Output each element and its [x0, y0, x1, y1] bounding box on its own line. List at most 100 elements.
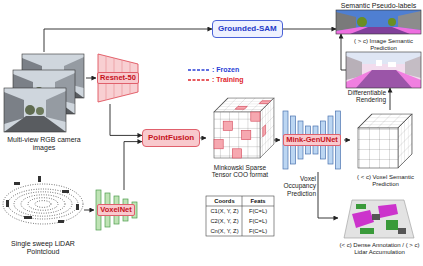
- sparse-tensor-grid-part: [223, 121, 232, 130]
- lidar-pointcloud: [3, 184, 83, 224]
- voxel-panel: ( < c) Voxel Semantic Prediction: [350, 110, 421, 188]
- image-panel: Semantic Pseudo-labels: [336, 2, 421, 34]
- image-panel: Single sweep LiDAR Pointcloud: [2, 168, 84, 256]
- sparse-tensor-grid-part: [242, 130, 251, 139]
- connector-arrow: [200, 138, 206, 139]
- caption: (< c) Dense Annotation / ( > c) Lidar Ac…: [338, 242, 421, 256]
- pseudo-label-image-part: [350, 27, 410, 34]
- image-area: [350, 110, 421, 174]
- image-area: [346, 52, 421, 88]
- camera-images: [4, 54, 84, 132]
- table-cell: F(C=L): [243, 226, 273, 236]
- rendered-image-part: [388, 62, 396, 67]
- rendered-image-part: [346, 52, 421, 88]
- coo-table: [206, 196, 274, 236]
- lidar-objects-part: [6, 200, 9, 207]
- legend-label: : Frozen: [212, 66, 239, 74]
- table-cell: F(C=L): [243, 206, 273, 216]
- connector-arrow: [318, 172, 338, 218]
- connector-arrow: [283, 29, 336, 30]
- lidar-objects-part: [14, 182, 20, 185]
- network-block: VoxelNet: [94, 190, 138, 230]
- model-box: Grounded-SAM: [212, 20, 283, 37]
- lidar-objects: [6, 176, 79, 223]
- voxel-cube-part: [358, 128, 398, 168]
- edge-label: Differentiable Rendering: [338, 89, 386, 104]
- coo-table-part: [206, 196, 274, 236]
- voxel-cube-part-part: [398, 114, 412, 168]
- node-label: Grounded-SAM: [218, 24, 277, 33]
- connector-arrow: [274, 140, 280, 141]
- sparse-tensor-grid-part-part: [263, 125, 266, 137]
- connector-arrow: [86, 78, 96, 79]
- pseudo-label-image-part: [336, 27, 421, 34]
- table-cell: F(C=L): [243, 216, 273, 226]
- sparse-tensor-grid-part: [214, 140, 223, 149]
- image-area: [336, 10, 421, 34]
- connector-arrow: [44, 29, 212, 52]
- connector-arrow: [341, 34, 346, 70]
- lidar-objects-part: [58, 220, 64, 223]
- lidar-pointcloud-part: [3, 184, 83, 224]
- image-panel: Multi-view RGB camera images: [2, 52, 86, 152]
- sparse-tensor-grid-part: [214, 112, 260, 158]
- caption: Multi-view RGB camera images: [2, 136, 86, 152]
- unet-layers: [283, 111, 341, 169]
- lidar-objects-part: [24, 216, 32, 219]
- network-block: Resnet-50: [96, 52, 140, 104]
- lidar-pointcloud-part: [28, 198, 58, 211]
- network-block: Mink-GenUNet: [280, 108, 344, 172]
- tensor-panel: Minkowski Sparse Tensor COO format: [206, 90, 274, 179]
- table-cell: C2(X, Y, Z): [207, 216, 242, 226]
- voxel-cube-part: [358, 128, 398, 168]
- lidar-pointcloud-part: [14, 192, 72, 216]
- connector-arrow: [84, 210, 94, 211]
- dense-annotation-part: [372, 214, 380, 220]
- lidar-pointcloud-part: [21, 195, 65, 213]
- sparse-tensor-grid-part-part: [260, 98, 274, 158]
- rendered-image-part: [356, 70, 412, 88]
- dense-annotation-part: [360, 228, 374, 234]
- image-area: [2, 52, 86, 136]
- model-box: PointFusion: [142, 129, 200, 146]
- sparse-tensor-grid: [214, 98, 274, 158]
- caption: Minkowski Sparse Tensor COO format: [206, 164, 274, 179]
- legend-dash: [188, 69, 210, 70]
- sparse-tensor-grid-part: [232, 149, 241, 158]
- lidar-objects-part: [38, 176, 41, 182]
- connector-arrow: [124, 142, 142, 190]
- pseudo-label-image: [336, 10, 421, 34]
- voxelnet-layers: [96, 190, 137, 230]
- edge-label: Voxel Occupancy Prediction: [275, 175, 316, 197]
- caption: ( > c) Image Semantic Prediction: [346, 38, 421, 52]
- table-cell: C1(X, Y, Z): [207, 206, 242, 216]
- lidar-objects-part: [76, 204, 79, 210]
- pseudo-label-image-part: [336, 12, 356, 31]
- voxel-cube-part-part: [398, 114, 412, 168]
- lidar-pointcloud-part: [35, 201, 51, 208]
- block-label: Resnet-50: [97, 72, 139, 85]
- camera-images-part: [4, 88, 66, 132]
- rendered-image-part: [376, 60, 382, 66]
- rendered-image-part: [346, 70, 421, 88]
- caption: Semantic Pseudo-labels: [336, 2, 421, 10]
- resnet-layers: [98, 54, 138, 102]
- caption: ( < c) Voxel Semantic Prediction: [350, 174, 421, 188]
- legend-dash: [188, 79, 210, 80]
- legend-swatch: [188, 67, 210, 73]
- sparse-tensor-grid-part-part: [235, 106, 247, 109]
- dense-annotation-part: [356, 204, 366, 209]
- pseudo-label-image-part: [388, 18, 396, 26]
- dense-annotation: [344, 200, 414, 238]
- dense-annotation-part: [398, 228, 406, 234]
- legend-label: : Training: [212, 76, 244, 84]
- block-label: Mink-GenUNet: [283, 134, 341, 147]
- voxel-cube-part: [398, 114, 412, 168]
- image-panel: (< c) Dense Annotation / ( > c) Lidar Ac…: [338, 194, 421, 256]
- image-panel: ( > c) Image Semantic Prediction: [346, 38, 421, 88]
- dense-annotation-part: [352, 210, 374, 228]
- node-label: PointFusion: [148, 133, 194, 142]
- rendered-image: [346, 52, 421, 88]
- pseudo-label-image-part: [398, 11, 421, 30]
